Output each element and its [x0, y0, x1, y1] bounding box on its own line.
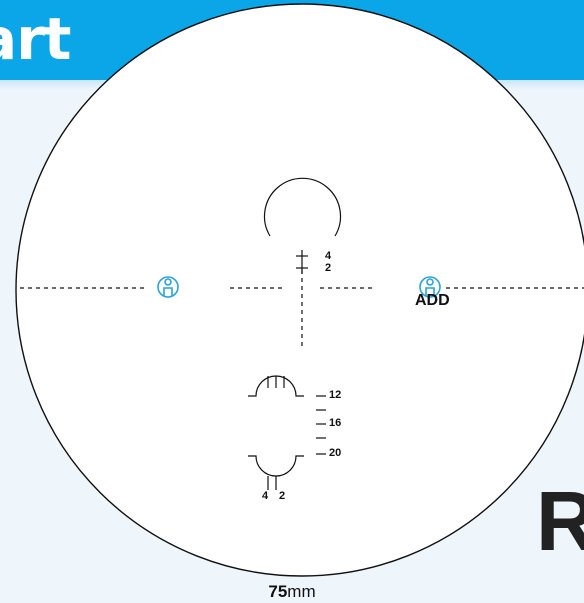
diameter-unit: mm: [287, 582, 316, 601]
near-mark-bottom-label: 2: [325, 262, 332, 274]
fitting-cross-top: [296, 250, 308, 262]
diameter-value: 75: [268, 582, 288, 601]
fitting-cross-bottom: [296, 262, 308, 274]
diameter-label: 75mm: [0, 582, 584, 602]
side-scale-label-16: 16: [329, 417, 342, 429]
near-zone-upper-bracket: [248, 375, 304, 397]
side-scale-ticks: [316, 395, 326, 455]
bottom-mark-left-label: 4: [262, 490, 269, 502]
side-scale-label-12: 12: [329, 389, 342, 401]
header-title: art: [0, 5, 71, 73]
corner-letter: R: [536, 474, 584, 568]
near-mark-top-label: 4: [325, 250, 332, 262]
distance-reference-arc: [263, 177, 342, 237]
add-label: ADD: [415, 292, 450, 309]
side-scale-label-20: 20: [329, 447, 342, 459]
person-marker-icon: [157, 276, 179, 298]
bottom-mark-right-label: 2: [279, 490, 286, 502]
near-zone-lower-bracket: [248, 455, 304, 490]
person-marker-icon: [419, 276, 441, 298]
lens-outline: [15, 3, 584, 577]
